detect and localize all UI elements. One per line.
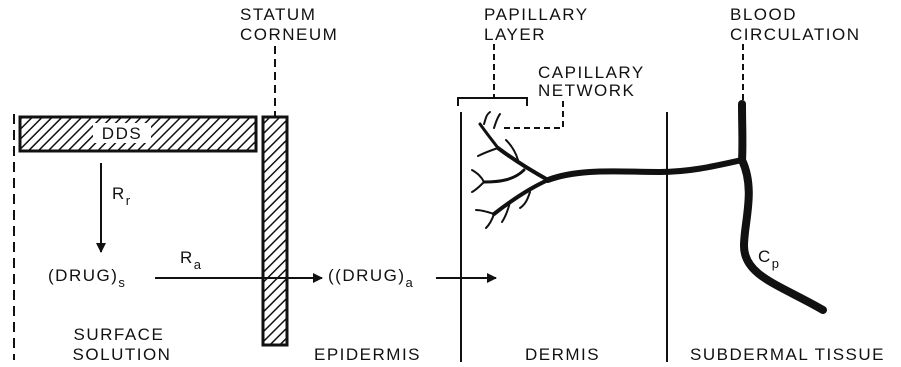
dermis-label: DERMIS (525, 345, 600, 364)
surface-solution-label: SURFACE SOLUTION (73, 325, 172, 364)
plasma-concentration-label: Cp (758, 247, 781, 271)
dds-label: DDS (102, 124, 142, 143)
papillary-layer-label: PAPILLARY LAYER (484, 5, 594, 44)
papillary-bracket (458, 98, 527, 106)
capillary-leader (504, 100, 563, 128)
stratum-corneum-label: STATUM CORNEUM (240, 5, 338, 44)
blood-vessel-horizontal (548, 160, 742, 180)
epidermis-label: EPIDERMIS (314, 345, 421, 364)
blood-vessel-main (742, 104, 823, 310)
release-rate-label: Rr (112, 184, 132, 208)
capillary-tree (472, 112, 548, 228)
stratum-corneum-layer (263, 117, 287, 345)
absorption-rate-label: Ra (180, 248, 203, 272)
drug-absorbed-label: ((DRUG)a (328, 266, 414, 290)
blood-circulation-label: BLOOD CIRCULATION (730, 5, 860, 44)
drug-surface-label: (DRUG)s (48, 266, 126, 290)
subdermal-tissue-label: SUBDERMAL TISSUE (690, 345, 885, 364)
capillary-network-label: CAPILLARY NETWORK (538, 63, 651, 100)
